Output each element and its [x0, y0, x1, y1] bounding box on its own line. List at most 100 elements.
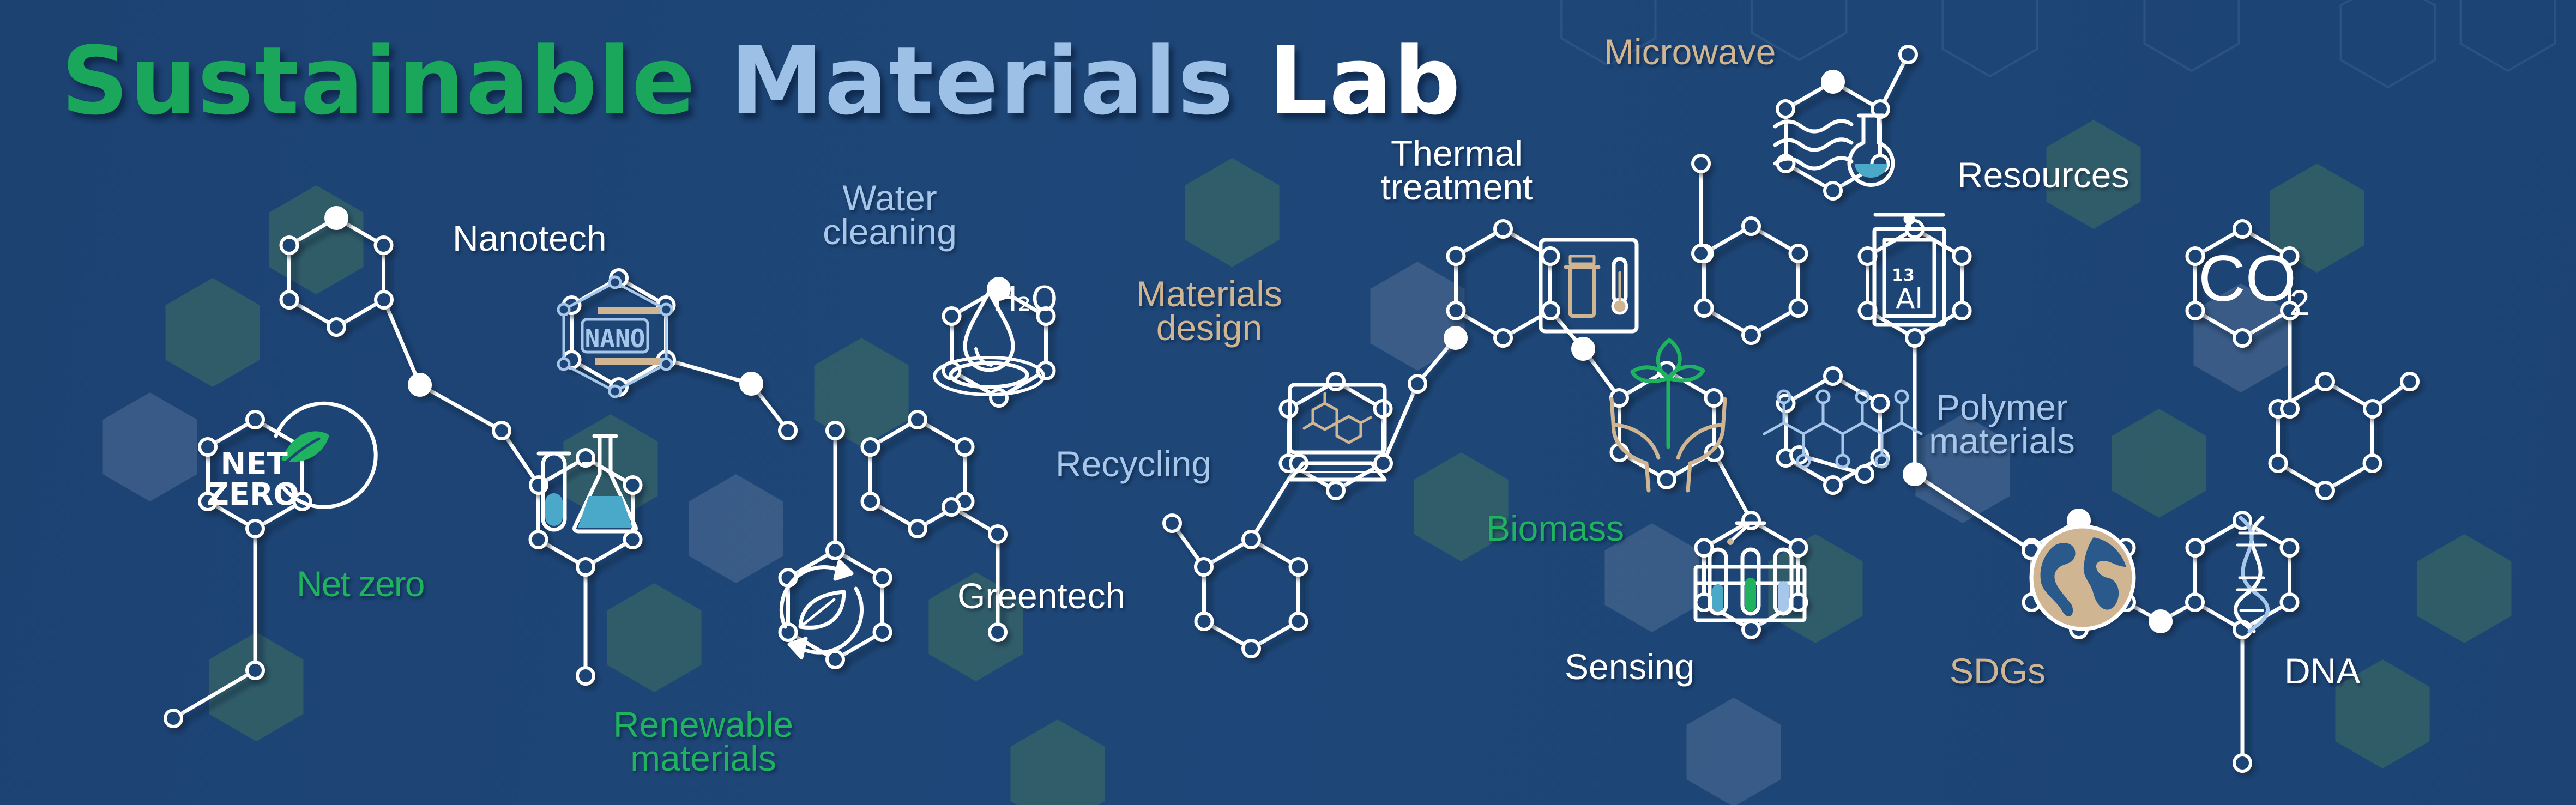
network-node: [860, 492, 880, 511]
background-hexagon: [2417, 534, 2512, 643]
background-hexagon: [2112, 409, 2206, 518]
background-hexagon: [814, 338, 909, 447]
label-water-cleaning: Water cleaning: [823, 178, 957, 252]
network-node: [2185, 301, 2205, 320]
network-node: [989, 388, 1009, 408]
network-node: [872, 622, 892, 642]
network-node: [1493, 219, 1513, 239]
network-node: [1870, 394, 1890, 413]
polymer-chain-icon: [1763, 389, 1923, 469]
network-node: [1493, 328, 1513, 348]
network-node: [1326, 372, 1346, 391]
label-dna: DNA: [2284, 651, 2361, 691]
network-node: [2362, 453, 2382, 473]
label-nanotech: Nanotech: [453, 218, 607, 258]
background-hexagon: [102, 392, 197, 501]
network-node: [245, 661, 265, 680]
nano-text: NANO: [585, 324, 645, 353]
network-node: [373, 235, 394, 255]
network-node: [1241, 639, 1261, 658]
network-hexagon: [1454, 227, 1552, 340]
network-node: [825, 650, 845, 669]
background-hexagon: [2046, 120, 2141, 229]
aluminium-symbol: Al: [1896, 283, 1923, 316]
network-node: [1288, 557, 1308, 577]
aluminium-tile-icon: 13 Al: [1872, 213, 1946, 327]
network-node: [1408, 374, 1427, 394]
background-hexagon: [2270, 164, 2364, 273]
network-node: [198, 492, 218, 511]
faint-hexagon: [2339, 0, 2436, 89]
network-node: [1373, 453, 1393, 473]
background-hexagon: [1370, 262, 1465, 371]
nano-icon: NANO: [557, 275, 673, 398]
background-hexagon: [1915, 414, 2010, 523]
network-node: [2233, 328, 2252, 348]
background-hexagon: [607, 583, 702, 692]
network-node: [374, 290, 394, 310]
background-hexagon: [209, 632, 304, 741]
network-node: [324, 206, 348, 230]
network-node: [245, 410, 265, 429]
label-renewable-materials: Renewable materials: [613, 704, 794, 778]
co2-icon: CO 2: [2198, 242, 2309, 323]
lab-glassware-icon: [536, 434, 638, 534]
network-node: [1194, 557, 1214, 577]
network-node: [778, 622, 798, 642]
network-node: [908, 519, 927, 538]
network-node: [1741, 216, 1761, 236]
network-node: [2268, 453, 2288, 473]
network-node: [2315, 481, 2335, 500]
earth-globe-icon: [2029, 524, 2136, 631]
background-hexagon: [1686, 698, 1781, 805]
network-connector: [666, 358, 752, 386]
network-hexagon: [1202, 537, 1300, 651]
faint-hexagon: [2459, 0, 2556, 72]
network-connector: [500, 429, 540, 486]
network-node: [2363, 399, 2382, 419]
network-node: [1704, 443, 1724, 462]
label-microwave: Microwave: [1604, 32, 1776, 72]
network-node: [2279, 592, 2300, 612]
title-part-lab: Lab: [1268, 26, 1462, 136]
network-node: [908, 410, 927, 429]
network-node: [1326, 481, 1346, 500]
title-part-materials: Materials: [730, 26, 1235, 136]
network-node: [245, 519, 265, 538]
background-hexagon: [2335, 659, 2430, 768]
net-zero-icon: NET ZERO: [207, 401, 378, 512]
network-node: [1788, 244, 1808, 263]
dna-helix-icon: [2234, 516, 2270, 633]
network-node: [1571, 337, 1595, 361]
network-node: [1952, 301, 1972, 320]
label-greentech: Greentech: [957, 576, 1126, 616]
faint-hexagon: [1941, 0, 2038, 78]
network-node: [576, 666, 595, 686]
network-node: [623, 530, 643, 549]
network-node: [860, 437, 880, 457]
network-node: [164, 709, 183, 728]
net-zero-line2: ZERO: [207, 477, 299, 512]
network-node: [942, 306, 962, 326]
background-hexagon: [689, 474, 783, 583]
network-node: [623, 475, 643, 495]
network-node: [988, 622, 1008, 642]
hands-sprout-icon: [1609, 338, 1727, 493]
network-node: [198, 437, 218, 457]
network-hexagon: [1702, 224, 1800, 337]
network-node: [2233, 219, 2252, 239]
label-polymer-materials: Polymer materials: [1929, 387, 2075, 461]
network-node: [1788, 538, 1808, 558]
network-node: [2185, 592, 2205, 612]
label-materials-design: Materials design: [1136, 274, 1282, 348]
network-node: [1036, 306, 1056, 326]
label-recycling: Recycling: [1055, 444, 1212, 484]
network-node: [1952, 246, 1972, 266]
network-node: [576, 557, 595, 577]
network-node: [1823, 366, 1843, 386]
network-node: [2279, 538, 2300, 558]
network-node: [778, 421, 798, 440]
network-node: [327, 317, 346, 337]
